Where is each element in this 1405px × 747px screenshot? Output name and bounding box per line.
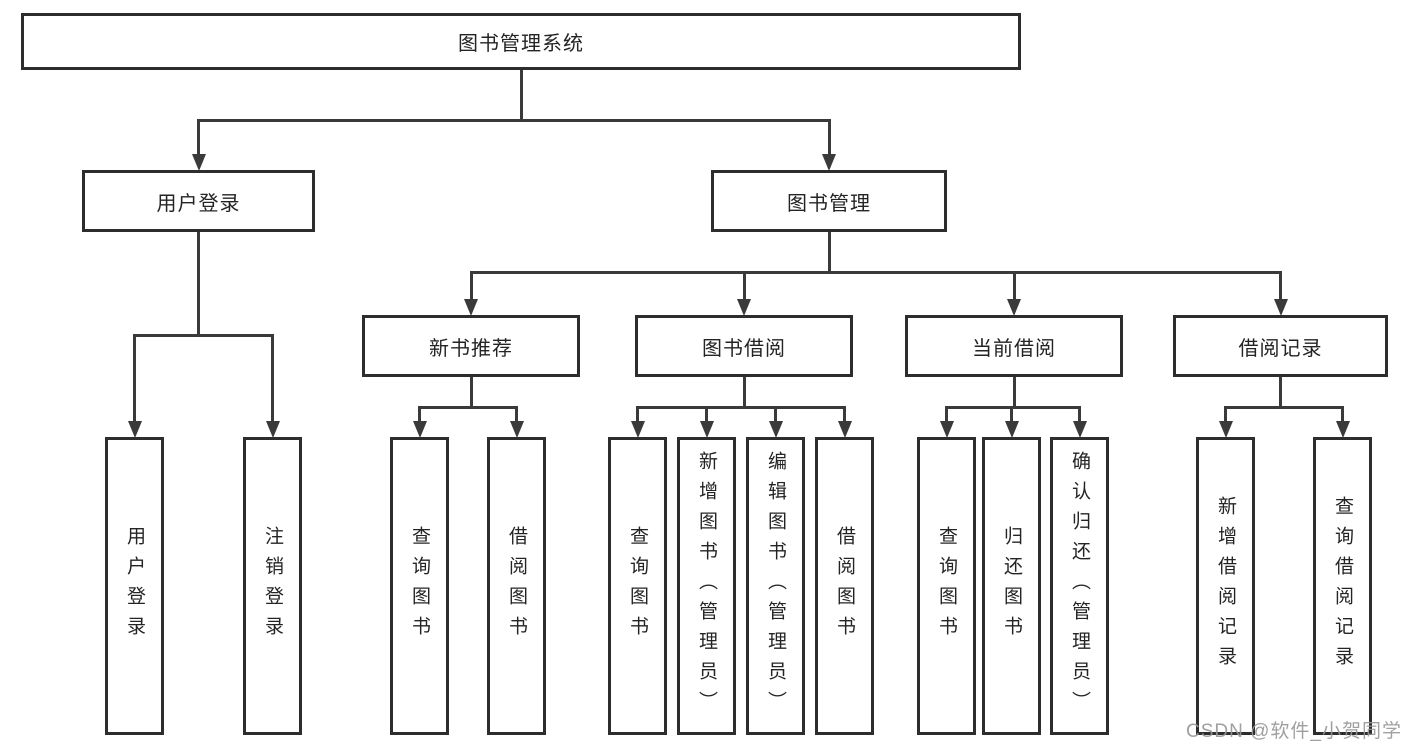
connector-bus-n-login [133,333,274,337]
connector-stem-n-rcd [1279,376,1282,407]
node-new-book-recommend: 新书推荐 [362,315,580,377]
arrowhead-lf-rcd-query [1335,421,1350,438]
leaf-bor-query-books-label: 查询图书 [627,526,648,646]
node-user-login: 用户登录 [82,170,315,232]
leaf-bor-query-books: 查询图书 [608,437,667,735]
leaf-bor-add-books-admin-label: 新增图书（管理员） [696,451,717,721]
leaf-rcd-add-record: 新增借阅记录 [1196,437,1255,735]
connector-drop-lf-rcd-query [1341,407,1344,424]
connector-stem-n-mgmt [827,231,831,272]
connector-stem-n-cur [1012,376,1016,407]
leaf-bor-borrow-books: 借阅图书 [815,437,874,735]
connector-drop-lf-rec-borrow [515,407,518,424]
node-book-management-label: 图书管理 [787,192,871,215]
leaf-cur-return-books-label: 归还图书 [1001,526,1022,646]
leaf-rec-query-books: 查询图书 [390,437,449,735]
arrowhead-n-bor [737,299,751,316]
arrowhead-lf-logout [265,421,280,438]
arrowhead-n-login [191,154,206,171]
leaf-rcd-add-record-label: 新增借阅记录 [1215,496,1236,676]
leaf-rec-query-books-label: 查询图书 [409,526,430,646]
leaf-bor-edit-books-admin-label: 编辑图书（管理员） [765,451,786,721]
node-book-borrowing-label: 图书借阅 [702,337,786,360]
connector-stem-root [519,69,523,120]
leaf-user-login: 用户登录 [105,437,164,735]
connector-drop-lf-bor-borrow [843,407,846,424]
connector-drop-lf-cur-confirm [1078,407,1081,424]
leaf-cur-query-books: 查询图书 [917,437,976,735]
node-library-system-label: 图书管理系统 [458,33,584,55]
node-book-management: 图书管理 [711,170,947,232]
leaf-logout: 注销登录 [243,437,302,735]
leaf-rcd-query-record-label: 查询借阅记录 [1332,496,1353,676]
connector-bus-n-mgmt [469,270,1282,274]
connector-drop-lf-cur-return [1010,407,1013,424]
connector-drop-lf-rec-query [418,407,421,424]
node-borrow-records: 借阅记录 [1173,315,1388,377]
node-current-borrowing-label: 当前借阅 [972,337,1056,360]
arrowhead-n-rec [464,299,478,316]
arrowhead-lf-bor-add [699,421,714,438]
connector-stem-n-login [197,231,200,335]
arrowhead-n-mgmt [822,154,836,171]
connector-drop-n-rcd [1279,272,1282,302]
connector-bus-n-bor [636,405,846,409]
arrowhead-lf-rec-query [412,421,427,438]
connector-stem-n-rec [469,376,473,407]
connector-drop-lf-user-login [133,335,136,424]
leaf-user-login-label: 用户登录 [124,526,145,646]
arrowhead-lf-bor-borrow [837,421,852,438]
node-borrow-records-label: 借阅记录 [1238,337,1323,360]
connector-bus-n-cur [945,405,1081,409]
connector-drop-lf-bor-edit [774,407,777,424]
leaf-cur-query-books-label: 查询图书 [936,526,957,646]
connector-bus-root [197,118,831,122]
leaf-rcd-query-record: 查询借阅记录 [1313,437,1372,735]
leaf-cur-confirm-return-admin: 确认归还（管理员） [1050,437,1109,735]
connector-drop-lf-cur-query [945,407,948,424]
connector-bus-n-rec [418,405,518,409]
connector-drop-n-cur [1012,272,1016,302]
connector-stem-n-bor [742,376,746,407]
arrowhead-lf-cur-query [939,421,954,438]
arrowhead-n-rcd [1273,299,1288,316]
leaf-bor-borrow-books-label: 借阅图书 [834,526,855,646]
connector-bus-n-rcd [1224,405,1344,409]
arrowhead-lf-cur-confirm [1072,421,1087,438]
leaf-rec-borrow-books: 借阅图书 [487,437,546,735]
connector-drop-n-mgmt [827,120,831,157]
node-library-system: 图书管理系统 [21,13,1021,70]
node-current-borrowing: 当前借阅 [905,315,1123,377]
leaf-cur-return-books: 归还图书 [982,437,1041,735]
arrowhead-lf-user-login [127,421,142,438]
arrowhead-n-cur [1007,299,1021,316]
connector-drop-lf-bor-add [705,407,708,424]
node-new-book-recommend-label: 新书推荐 [429,337,513,360]
connector-drop-n-login [197,120,200,157]
arrowhead-lf-rcd-add [1218,421,1233,438]
connector-drop-lf-rcd-add [1224,407,1227,424]
leaf-logout-label: 注销登录 [262,526,283,646]
arrowhead-lf-bor-edit [768,421,783,438]
connector-drop-lf-bor-query [636,407,639,424]
arrowhead-lf-bor-query [630,421,645,438]
arrowhead-lf-rec-borrow [509,421,524,438]
leaf-bor-add-books-admin: 新增图书（管理员） [677,437,736,735]
arrowhead-lf-cur-return [1004,421,1019,438]
leaf-bor-edit-books-admin: 编辑图书（管理员） [746,437,805,735]
csdn-watermark: CSDN @软件_小贺同学 [1186,721,1402,742]
leaf-cur-confirm-return-admin-label: 确认归还（管理员） [1069,451,1090,721]
connector-drop-n-bor [742,272,746,302]
leaf-rec-borrow-books-label: 借阅图书 [506,526,527,646]
node-user-login-label: 用户登录 [156,192,241,215]
node-book-borrowing: 图书借阅 [635,315,853,377]
connector-drop-n-rec [469,272,473,302]
connector-drop-lf-logout [271,335,274,424]
